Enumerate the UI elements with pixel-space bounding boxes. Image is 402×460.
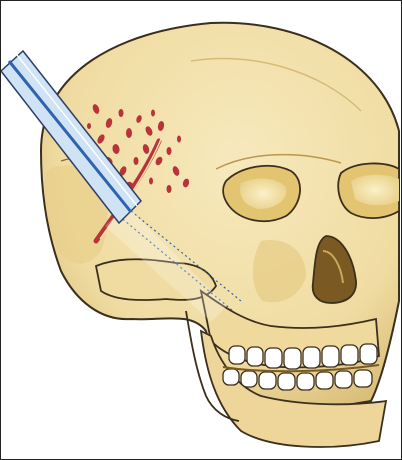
orbit-right-inner [351, 175, 399, 206]
